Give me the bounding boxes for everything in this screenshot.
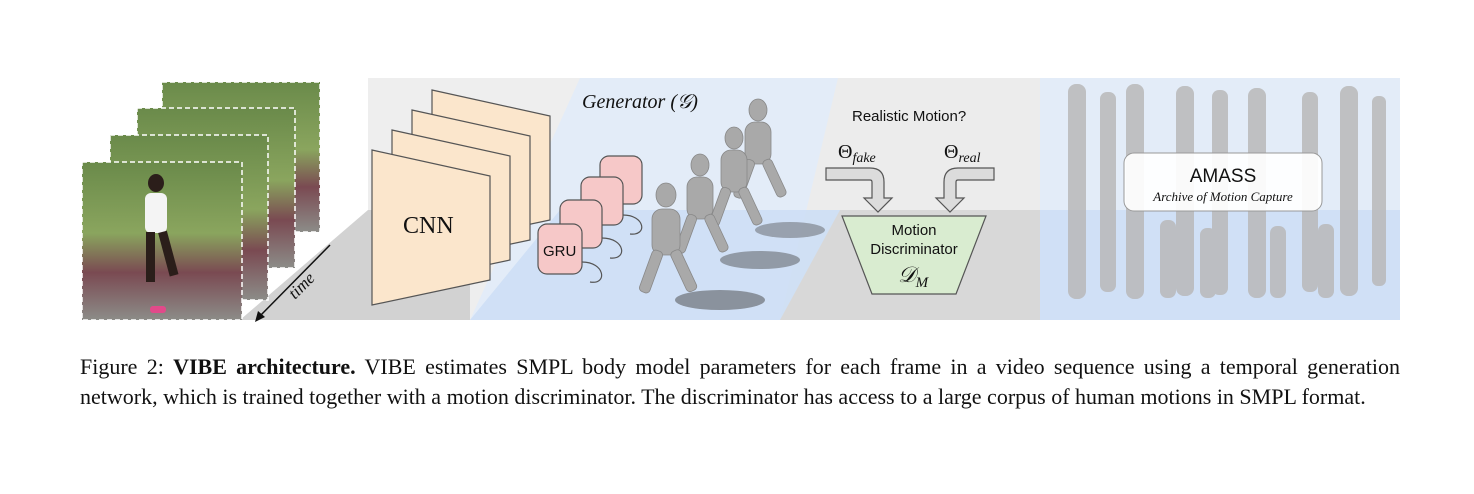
gru-label: GRU xyxy=(543,243,576,260)
cnn-block: CNN xyxy=(371,89,551,306)
amass-subtitle: Archive of Motion Capture xyxy=(1152,189,1293,204)
disc-symbol: 𝒟M xyxy=(898,262,930,291)
real-arrow xyxy=(934,167,995,213)
amass-label-box: AMASS Archive of Motion Capture xyxy=(1123,152,1323,212)
generator-label: Generator (𝒢) xyxy=(582,91,698,113)
runner-image xyxy=(145,174,179,313)
motion-discriminator: Motion Discriminator 𝒟M xyxy=(841,215,987,295)
cnn-label: CNN xyxy=(403,213,454,239)
disc-line1: Motion xyxy=(891,222,936,239)
caption-text: VIBE estimates SMPL body model parameter… xyxy=(80,354,1401,409)
theta-fake: Θfake xyxy=(838,141,876,166)
amass-title: AMASS xyxy=(1190,166,1257,187)
caption-title: VIBE architecture. xyxy=(173,354,356,379)
disc-line2: Discriminator xyxy=(870,241,958,258)
figure-caption: Figure 2: VIBE architecture. VIBE estima… xyxy=(80,352,1400,412)
fake-arrow xyxy=(825,167,894,213)
video-frames xyxy=(81,81,321,321)
architecture-figure: time CNN Generator (𝒢) GRU xyxy=(81,78,1400,322)
discriminator-inputs: Realistic Motion? Θfake Θreal xyxy=(825,108,995,213)
gru-cells: GRU xyxy=(537,155,643,283)
caption-label: Figure 2: xyxy=(80,354,164,379)
generated-body-meshes xyxy=(639,98,825,310)
realistic-motion-question: Realistic Motion? xyxy=(852,108,966,125)
theta-real: Θreal xyxy=(944,141,981,166)
